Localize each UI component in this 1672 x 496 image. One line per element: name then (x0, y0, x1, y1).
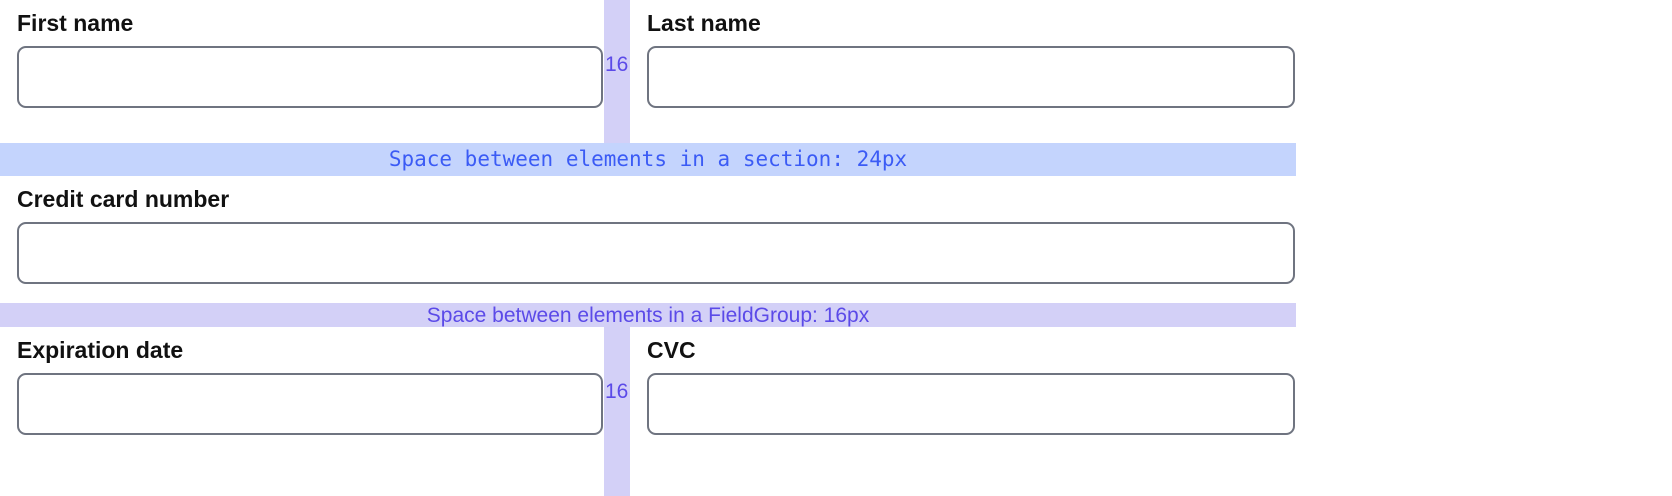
gap-marker-first-last: 16 (604, 0, 630, 143)
input-expiration-date[interactable] (17, 373, 603, 435)
field-row-name: First name 16 Last name (0, 0, 1296, 143)
input-wrap-first-name (0, 46, 604, 108)
input-credit-card-number[interactable] (17, 222, 1295, 284)
annotation-section-spacing-text: Space between elements in a section: 24p… (388, 147, 908, 171)
annotation-section-spacing: Space between elements in a section: 24p… (0, 143, 1296, 176)
input-wrap-credit-card-number (0, 222, 1296, 284)
field-group-last-name: Last name (630, 0, 1296, 143)
gap-marker-value: 16 (605, 380, 629, 403)
field-row-credit-card: Credit card number (0, 176, 1296, 303)
field-row-expiry-cvc: Expiration date 16 CVC (0, 327, 1296, 496)
input-first-name[interactable] (17, 46, 603, 108)
annotation-fieldgroup-spacing: Space between elements in a FieldGroup: … (0, 303, 1296, 327)
label-first-name: First name (17, 10, 134, 36)
field-group-expiration-date: Expiration date (0, 327, 604, 496)
field-group-credit-card: Credit card number (0, 176, 1296, 303)
field-group-cvc: CVC (630, 327, 1296, 496)
gap-marker-expiry-cvc: 16 (604, 327, 630, 496)
label-cvc: CVC (647, 337, 696, 363)
label-last-name: Last name (647, 10, 761, 36)
label-credit-card-number: Credit card number (17, 186, 230, 212)
input-last-name[interactable] (647, 46, 1295, 108)
annotation-fieldgroup-spacing-text: Space between elements in a FieldGroup: … (426, 303, 870, 327)
input-wrap-cvc (630, 373, 1296, 435)
gap-marker-value: 16 (605, 53, 629, 76)
label-expiration-date: Expiration date (17, 337, 184, 363)
input-wrap-last-name (630, 46, 1296, 108)
field-group-first-name: First name (0, 0, 604, 143)
input-cvc[interactable] (647, 373, 1295, 435)
input-wrap-expiration-date (0, 373, 604, 435)
